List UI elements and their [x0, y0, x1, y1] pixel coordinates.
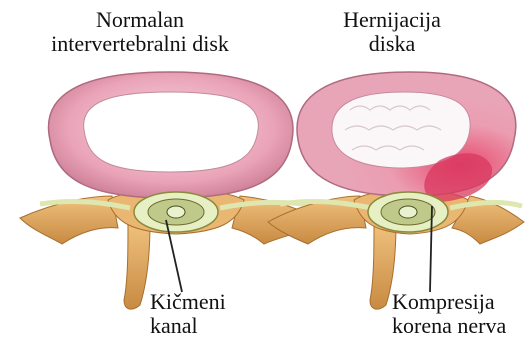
spinal-canal-callout-line2: kanal — [150, 314, 260, 338]
normal-disc-title: Normalan intervertebralni disk — [35, 8, 245, 56]
spinal-canal-callout-line1: Kičmeni — [150, 290, 260, 314]
spinal-canal-callout: Kičmeni kanal — [150, 290, 260, 338]
herniated-disc-title: Hernijacija diska — [332, 8, 452, 56]
nerve-compression-callout-line1: Kompresija — [392, 290, 522, 314]
nerve-compression-callout-line2: korena nerva — [392, 314, 522, 338]
right-cord-center — [399, 206, 417, 218]
normal-disc-title-line1: Normalan — [35, 8, 245, 32]
herniated-disc-title-line1: Hernijacija — [332, 8, 452, 32]
left-nucleus — [84, 92, 259, 172]
herniated-disc-illustration — [268, 72, 524, 309]
normal-disc-illustration — [20, 72, 320, 309]
herniated-disc-title-line2: diska — [332, 32, 452, 56]
normal-disc-title-line2: intervertebralni disk — [35, 32, 245, 56]
nerve-compression-callout: Kompresija korena nerva — [392, 290, 522, 338]
left-cord-center — [167, 206, 185, 218]
